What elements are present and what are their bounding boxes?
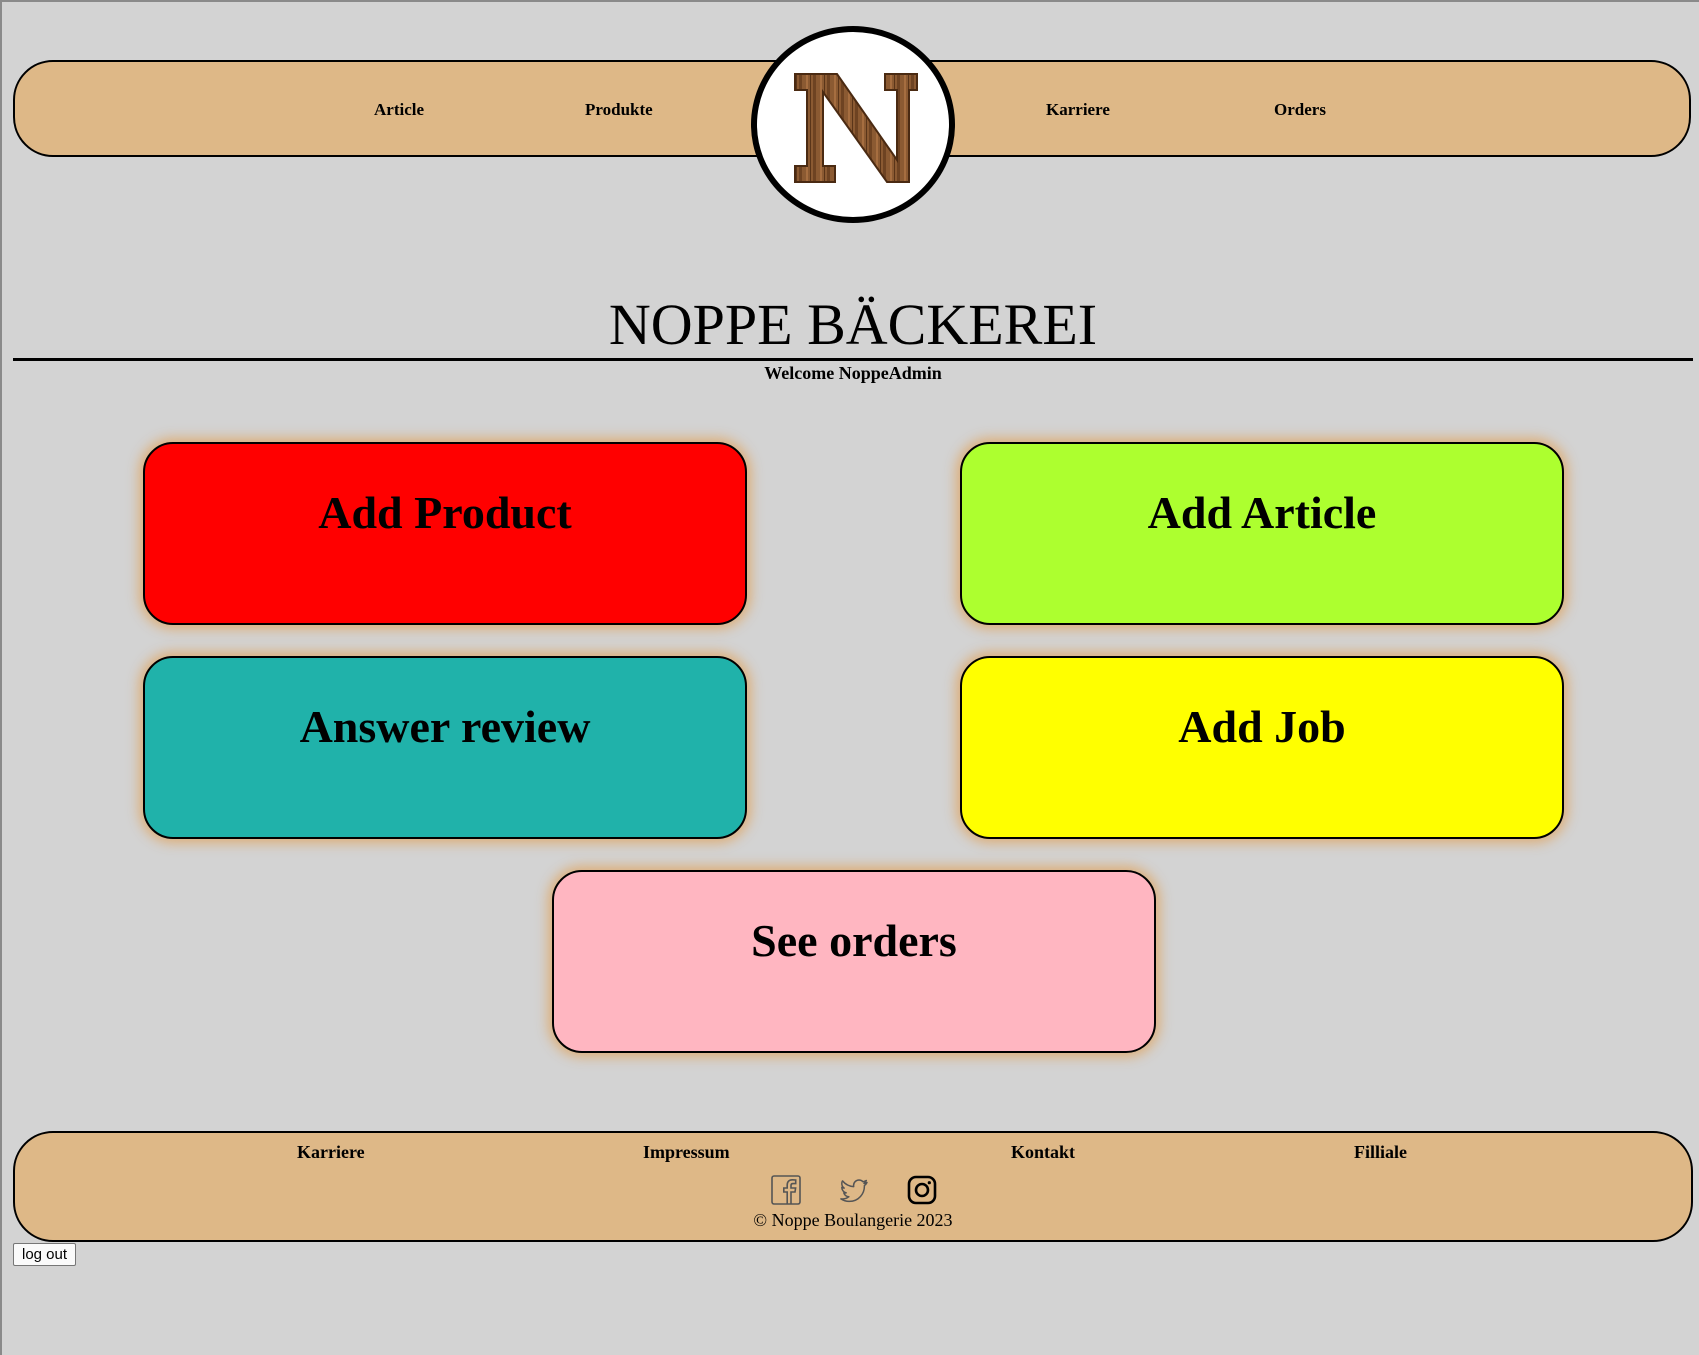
footer-link-kontakt[interactable]: Kontakt <box>1011 1142 1076 1162</box>
twitter-icon[interactable] <box>838 1174 870 1206</box>
wood-letter-n-logo-icon <box>794 73 918 183</box>
nav-item-orders[interactable]: Orders <box>1274 100 1326 119</box>
nav-item-article[interactable]: Article <box>374 100 425 119</box>
nav-item-produkte[interactable]: Produkte <box>585 100 653 119</box>
copyright-text: © Noppe Boulangerie 2023 <box>753 1210 953 1230</box>
facebook-icon[interactable] <box>770 1174 802 1206</box>
see-orders-button[interactable]: See orders <box>552 870 1156 1053</box>
footer-link-filliale[interactable]: Filliale <box>1354 1142 1407 1162</box>
instagram-icon[interactable] <box>906 1174 938 1206</box>
window-top-edge <box>0 0 1699 2</box>
welcome-message: Welcome NoppeAdmin <box>764 363 942 383</box>
logo[interactable] <box>751 26 955 223</box>
title-divider <box>13 358 1693 361</box>
footer-link-impressum[interactable]: Impressum <box>643 1142 730 1162</box>
logout-button[interactable]: log out <box>13 1243 77 1266</box>
add-product-button[interactable]: Add Product <box>143 442 747 625</box>
add-article-button[interactable]: Add Article <box>960 442 1564 625</box>
footer-link-karriere[interactable]: Karriere <box>297 1142 365 1162</box>
nav-item-karriere[interactable]: Karriere <box>1046 100 1110 119</box>
window-left-edge <box>0 0 2 1355</box>
answer-review-button[interactable]: Answer review <box>143 656 747 839</box>
page-title: NOPPE BÄCKEREI <box>608 292 1098 357</box>
add-job-button[interactable]: Add Job <box>960 656 1564 839</box>
